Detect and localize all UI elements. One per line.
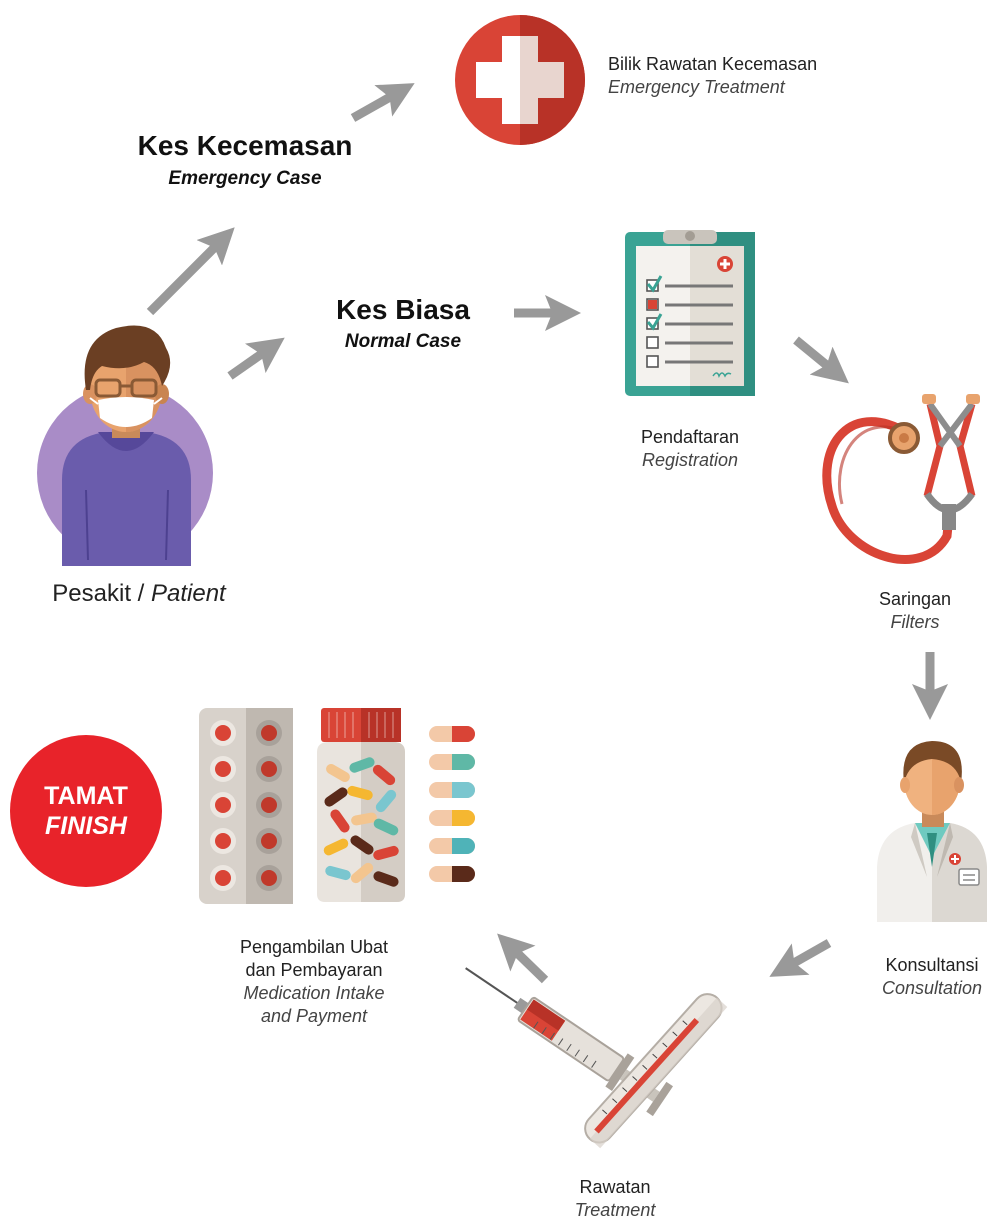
clipboard-icon <box>625 230 755 396</box>
syringe-thermometer-icon <box>465 967 728 1149</box>
patient-label-en: Patient <box>151 580 226 607</box>
pill-blister-icon <box>199 708 293 904</box>
medication-subtitle-2: and Payment <box>260 1006 368 1026</box>
arrow-patient-to-emergency <box>146 227 235 316</box>
finish-title: TAMAT <box>44 782 128 810</box>
patient-label-separator: / <box>130 580 151 607</box>
arrow-patient-to-normal <box>227 337 285 380</box>
registration-subtitle: Registration <box>641 450 739 470</box>
filters-subtitle: Filters <box>890 612 940 632</box>
consultation-label: Konsultansi Consultation <box>865 954 999 1000</box>
capsules-icon <box>429 726 475 882</box>
filters-title: Saringan <box>878 589 952 609</box>
patient-label-ms: Pesakit <box>52 580 131 607</box>
stethoscope-icon <box>822 394 980 564</box>
doctor-icon <box>877 741 987 922</box>
arrow-consultation-to-treatment <box>769 939 832 977</box>
filters-label: Saringan Filters <box>850 588 980 634</box>
medication-title-1: Pengambilan Ubat <box>239 937 389 957</box>
consultation-title: Konsultansi <box>885 955 979 975</box>
emergency-case-title: Kes Kecemasan <box>137 130 353 161</box>
treatment-title: Rawatan <box>579 1177 651 1197</box>
arrow-treatment-to-medication <box>497 933 549 984</box>
registration-title: Pendaftaran <box>640 427 740 447</box>
emergency-case-label: Kes Kecemasan Emergency Case <box>120 130 370 190</box>
emergency-treatment-label: Bilik Rawatan Kecemasan Emergency Treatm… <box>608 53 817 99</box>
medication-subtitle-1: Medication Intake <box>243 983 385 1003</box>
normal-case-subtitle: Normal Case <box>344 331 462 352</box>
patient-icon <box>37 325 213 566</box>
arrow-emergency-to-room <box>350 83 415 122</box>
medication-title-2: dan Pembayaran <box>245 960 383 980</box>
arrow-registration-to-filters <box>793 336 849 384</box>
consultation-subtitle: Consultation <box>881 978 983 998</box>
finish-subtitle: FINISH <box>45 812 127 840</box>
finish-badge: TAMAT FINISH <box>10 735 162 887</box>
medication-label: Pengambilan Ubat dan Pembayaran Medicati… <box>214 936 414 1028</box>
emergency-treatment-subtitle: Emergency Treatment <box>608 77 785 97</box>
normal-case-label: Kes Biasa Normal Case <box>303 294 503 353</box>
pill-bottle-icon <box>317 708 405 902</box>
treatment-subtitle: Treatment <box>574 1200 656 1220</box>
registration-label: Pendaftaran Registration <box>600 426 780 472</box>
normal-case-title: Kes Biasa <box>336 294 470 325</box>
emergency-case-subtitle: Emergency Case <box>168 168 322 189</box>
emergency-treatment-title: Bilik Rawatan Kecemasan <box>608 54 818 74</box>
emergency-cross-icon <box>455 15 585 145</box>
treatment-label: Rawatan Treatment <box>545 1176 685 1222</box>
patient-label: Pesakit / Patient <box>0 580 278 608</box>
